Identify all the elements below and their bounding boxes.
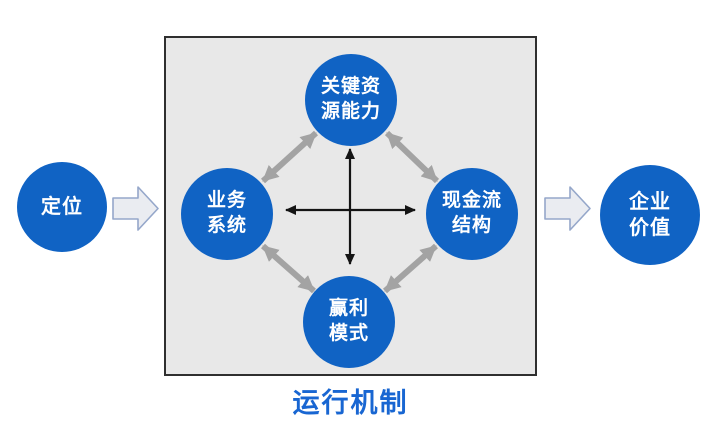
node-key-resources: 关键资 源能力: [305, 54, 397, 146]
flow-arrow-left-icon: [112, 186, 159, 231]
node-business-system: 业务 系统: [181, 168, 273, 260]
node-positioning: 定位: [17, 162, 107, 252]
link-arrow-business-keyresources-icon: [260, 130, 319, 184]
link-arrow-cashflow-profit-icon: [383, 243, 438, 294]
node-enterprise-value: 企业 价值: [600, 165, 700, 265]
diagram-caption: 运行机制: [292, 388, 409, 418]
link-arrow-business-profit-icon: [261, 243, 316, 294]
link-arrow-keyresources-cashflow-icon: [384, 130, 440, 184]
node-cash-flow-structure: 现金流 结构: [426, 168, 518, 260]
node-profit-model: 赢利 模式: [303, 276, 395, 368]
flow-arrow-right-icon: [544, 186, 591, 231]
